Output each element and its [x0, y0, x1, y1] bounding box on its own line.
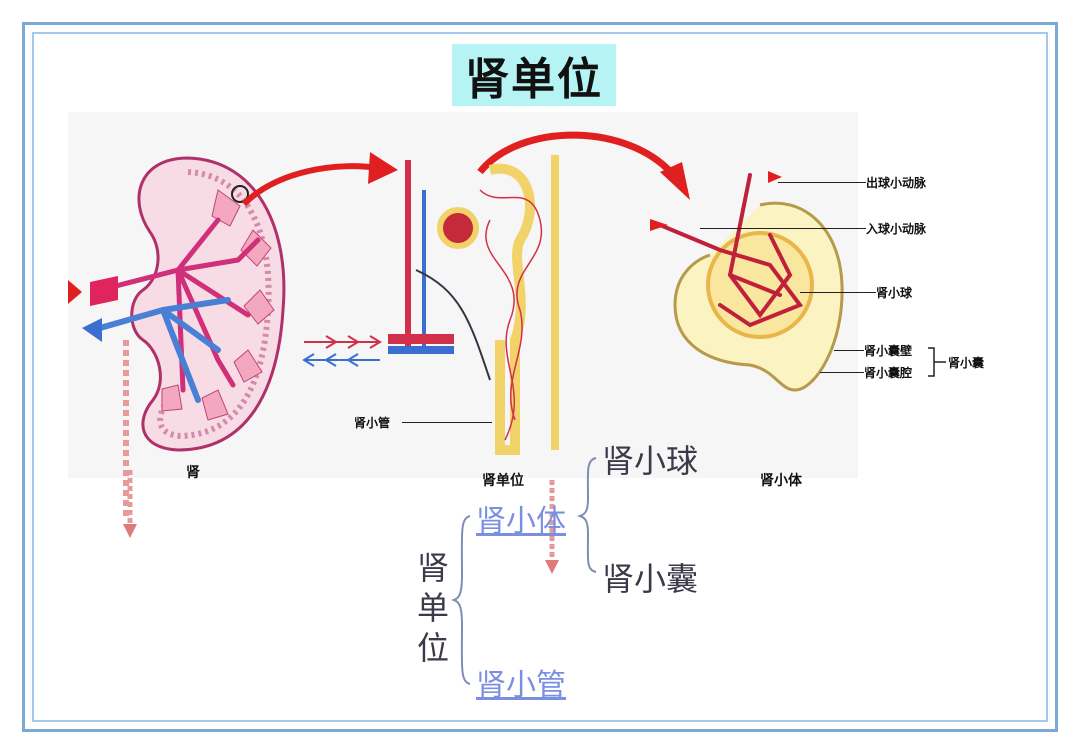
slide-title: 肾单位 [452, 44, 616, 106]
capsule-bracket [928, 347, 946, 377]
capsule-cavity-leader-line [820, 372, 864, 373]
red-input-arrow-icon [68, 280, 82, 304]
efferent-leader-line [778, 182, 866, 183]
kidney-drawing [82, 156, 286, 520]
arrow-nephron-to-corpuscle [477, 131, 690, 200]
glomerulus-label: 肾小球 [876, 286, 913, 300]
outer-frame [22, 22, 1058, 732]
kidney-caption: 肾 [186, 465, 200, 481]
corpuscle-link[interactable]: 肾小体 [476, 504, 566, 539]
afferent-arteriole-label: 入球小动脉 [866, 222, 927, 236]
nephron-drawing [302, 155, 559, 455]
tubule-leader-line [402, 422, 492, 423]
tree-capsule: 肾小囊 [602, 560, 699, 598]
tree-glomerulus: 肾小球 [602, 442, 699, 480]
afferent-leader-line [700, 228, 866, 229]
efferent-arteriole-label: 出球小动脉 [866, 176, 927, 190]
capsule-cavity-label: 肾小囊腔 [864, 366, 913, 380]
capsule-wall-label: 肾小囊壁 [864, 344, 913, 358]
corpuscle-drawing [650, 171, 844, 392]
corpuscle-caption: 肾小体 [760, 473, 802, 489]
tree-root-nephron: 肾单位 [416, 549, 449, 667]
inner-frame [32, 32, 1048, 722]
glomerulus-leader-line [800, 292, 876, 293]
tree-left-brace [450, 515, 471, 685]
tubule-label: 肾小管 [354, 416, 391, 430]
arrow-kidney-to-nephron [241, 152, 398, 207]
tubule-down-arrow-icon [545, 480, 559, 574]
capsule-wall-leader-line [834, 350, 864, 351]
nephron-caption: 肾单位 [482, 473, 524, 489]
capsule-label: 肾小囊 [948, 356, 985, 370]
tubule-link[interactable]: 肾小管 [476, 668, 566, 703]
urine-down-arrow-icon [123, 470, 137, 538]
tree-right-brace [576, 457, 597, 573]
